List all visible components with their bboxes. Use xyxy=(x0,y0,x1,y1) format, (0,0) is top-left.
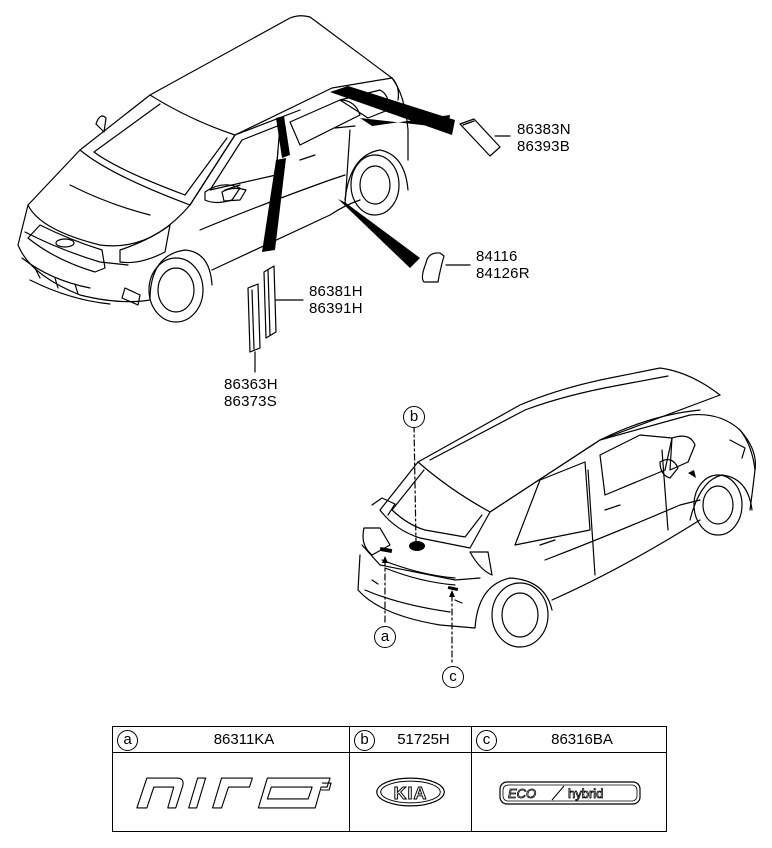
cell-letter: b xyxy=(354,730,375,751)
part-number: 86391H xyxy=(309,300,363,317)
part-84116-shape xyxy=(421,252,445,283)
niro-emblem-graphic xyxy=(136,777,332,809)
cell-letter: c xyxy=(476,730,497,751)
kia-emblem: KIA xyxy=(350,753,471,831)
emblem-marks xyxy=(379,470,696,591)
part-number: 86373S xyxy=(224,393,277,410)
emblem-table: a 86311KA b 51725H xyxy=(112,726,667,832)
part-number: 84116 xyxy=(476,248,518,265)
leader-wedges xyxy=(262,86,455,268)
cell-part-number: 51725H xyxy=(397,731,450,748)
cell-part-number: 86316BA xyxy=(551,731,613,748)
part-86363H-shape xyxy=(247,283,261,353)
dashed-leaders xyxy=(384,425,453,666)
cell-header: a 86311KA xyxy=(113,727,349,753)
emblem-cell-c: c 86316BA ECO hybrid xyxy=(472,727,666,831)
emblem-cell-b: b 51725H KIA xyxy=(350,727,472,831)
cell-part-number: 86311KA xyxy=(213,731,275,748)
eco-hybrid-emblem: ECO hybrid xyxy=(472,753,666,831)
emblem-cell-a: a 86311KA xyxy=(113,727,350,831)
front-car-illustration xyxy=(17,15,409,323)
part-label-pillar-rear: 86381H 86391H xyxy=(309,283,363,317)
callout-a: a xyxy=(374,626,396,648)
part-number: 86363H xyxy=(224,376,278,393)
part-86383N-shape xyxy=(459,118,501,157)
callout-c: c xyxy=(442,666,464,688)
hybrid-text: hybrid xyxy=(568,786,603,801)
part-label-rear-glass: 86383N 86393B xyxy=(517,121,571,155)
cell-header: c 86316BA xyxy=(472,727,666,753)
callout-b: b xyxy=(403,406,425,428)
part-number: 86383N xyxy=(517,121,571,138)
part-number: 86381H xyxy=(309,283,363,300)
kia-emblem-graphic: KIA xyxy=(376,777,445,807)
part-label-fuel-filler: 84116 84126R xyxy=(476,248,530,282)
cell-header: b 51725H xyxy=(350,727,471,753)
part-label-pillar-front: 86363H 86373S xyxy=(224,376,278,410)
eco-hybrid-emblem-graphic: ECO hybrid xyxy=(499,781,641,805)
eco-text: ECO xyxy=(508,786,536,801)
rear-car-illustration xyxy=(357,367,757,648)
niro-emblem xyxy=(113,753,349,831)
part-86381H-shape xyxy=(263,265,277,339)
part-number: 84126R xyxy=(476,265,530,282)
part-number: 86393B xyxy=(517,138,570,155)
cell-letter: a xyxy=(117,730,138,751)
kia-text: KIA xyxy=(394,783,428,803)
